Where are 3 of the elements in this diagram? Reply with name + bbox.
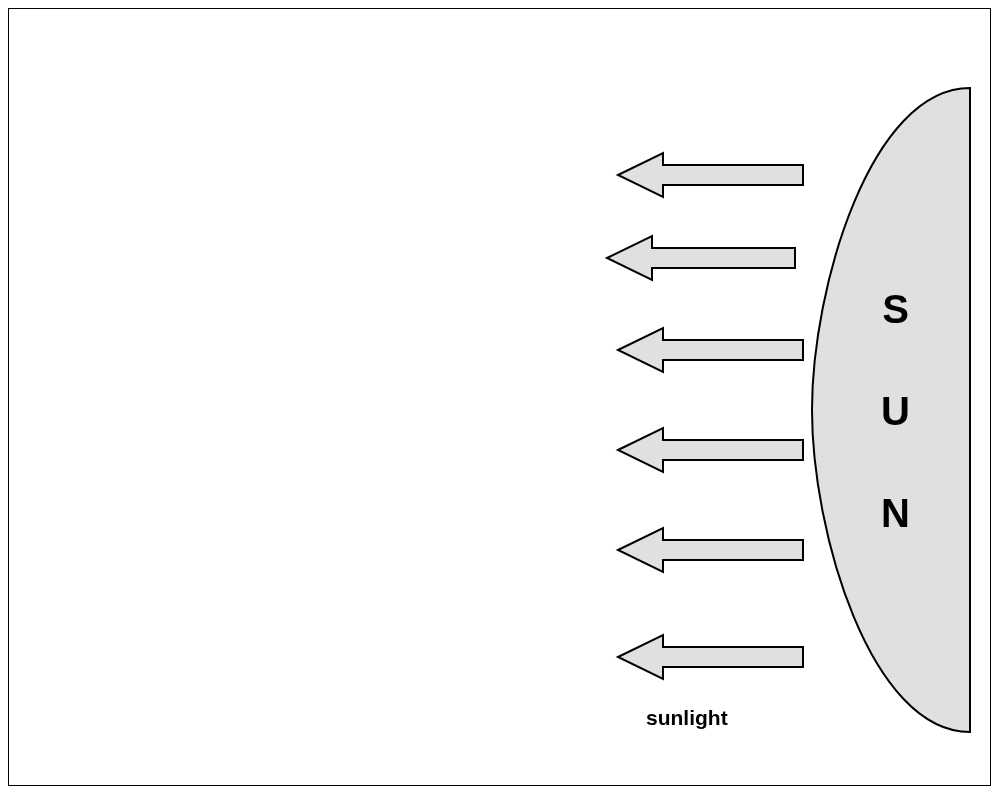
sun-label: S U N bbox=[880, 285, 911, 537]
sunlight-label: sunlight bbox=[646, 706, 728, 730]
sun-shape bbox=[811, 87, 972, 734]
